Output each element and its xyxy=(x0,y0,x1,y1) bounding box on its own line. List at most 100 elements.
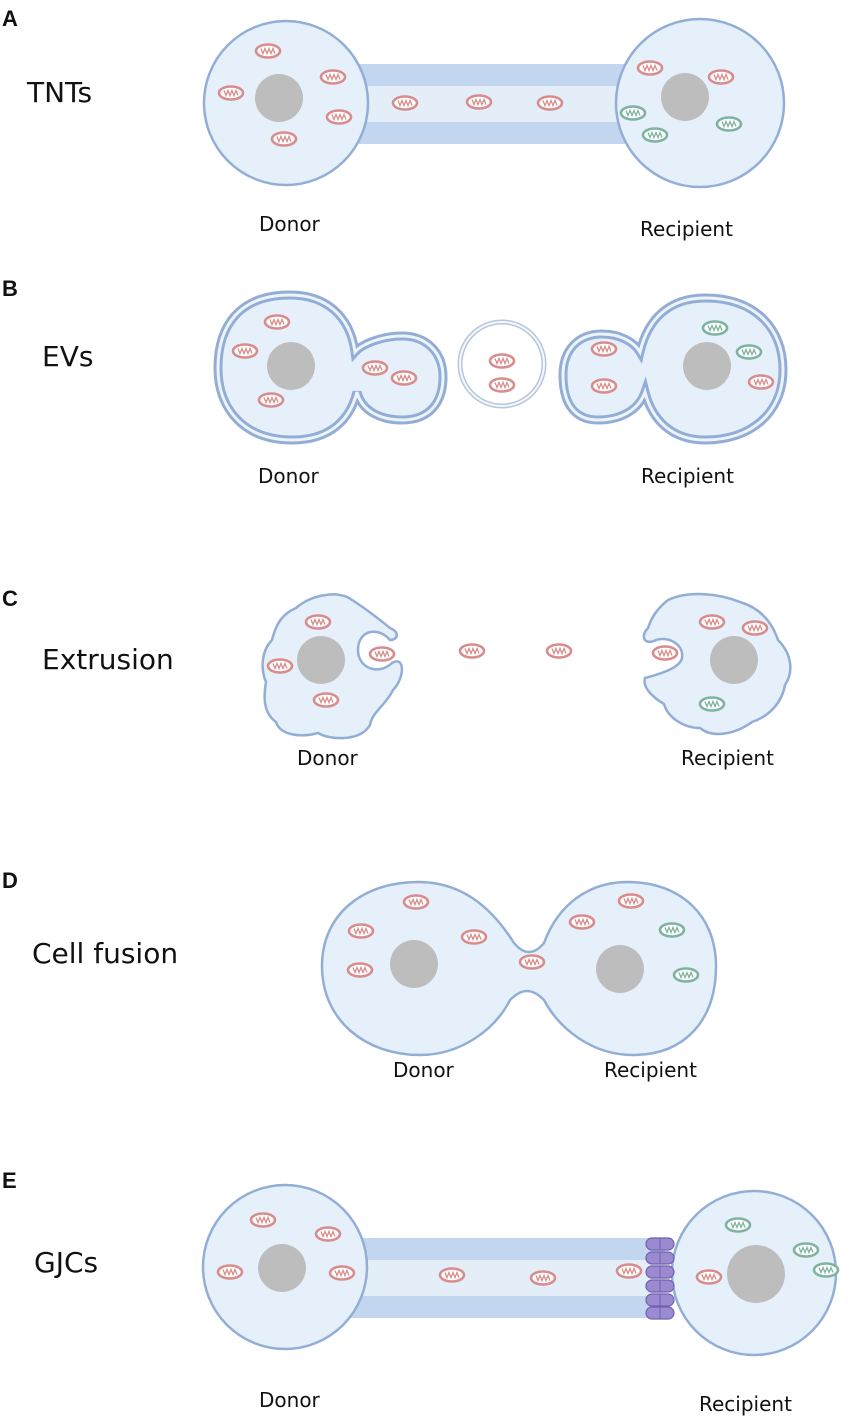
panel-b-graphic xyxy=(213,290,788,445)
donor-mitochondrion xyxy=(270,131,298,147)
recipient-mitochondrion xyxy=(724,1217,752,1233)
donor-mitochondrion xyxy=(460,929,488,945)
donor-mitochondrion xyxy=(361,360,389,376)
panel-e-graphic xyxy=(201,1183,840,1357)
connexon xyxy=(645,1251,675,1265)
recipient-nucleus xyxy=(710,636,758,684)
donor-nucleus xyxy=(255,74,303,122)
donor-mitochondrion xyxy=(390,370,418,386)
extruding-mitochondrion xyxy=(368,646,396,662)
donor-mitochondrion xyxy=(319,69,347,85)
connexon xyxy=(645,1265,675,1279)
fusing-cells xyxy=(320,880,718,1057)
tnt-tube-lumen xyxy=(345,86,645,122)
donor-mitochondrion xyxy=(347,923,375,939)
panel-c-letter: C xyxy=(2,586,18,611)
transferring-mitochondrion xyxy=(615,1263,643,1279)
donor-mitochondrion xyxy=(257,392,285,408)
internalized-mitochondrion xyxy=(651,645,679,661)
donor-mitochondrion xyxy=(346,962,374,978)
donor-mitochondrion xyxy=(707,69,735,85)
free-mitochondrion xyxy=(545,643,573,659)
donor-mitochondrion xyxy=(747,374,775,390)
panel-d-graphic xyxy=(320,880,718,1057)
donor-mitochondrion xyxy=(695,1269,723,1285)
recipient-mitochondrion xyxy=(672,967,700,983)
recipient-mitochondrion xyxy=(701,320,729,336)
panel-a-letter: A xyxy=(2,6,18,31)
transferring-mitochondrion xyxy=(465,94,493,110)
panel-b-letter: B xyxy=(2,276,18,301)
panel-d-recipient-label: Recipient xyxy=(604,1058,697,1082)
panel-e-title: GJCs xyxy=(34,1246,99,1279)
donor-mitochondrion xyxy=(636,60,664,76)
recipient-mitochondrion xyxy=(698,696,726,712)
transferring-mitochondrion xyxy=(536,95,564,111)
recipient-nucleus xyxy=(727,1245,785,1303)
donor-mitochondrion xyxy=(217,85,245,101)
recipient-mitochondrion xyxy=(641,127,669,143)
donor-mitochondrion xyxy=(231,343,259,359)
panel-a-title: TNTs xyxy=(27,76,93,109)
panel-c-graphic xyxy=(261,592,792,740)
connexon xyxy=(645,1279,675,1293)
donor-mitochondrion xyxy=(249,1212,277,1228)
donor-mitochondrion xyxy=(266,658,294,674)
vesicle-mitochondrion xyxy=(488,353,516,369)
panel-b-title: EVs xyxy=(42,340,94,373)
panel-d-title: Cell fusion xyxy=(32,937,179,970)
transferring-mitochondrion xyxy=(518,954,546,970)
panel-d-donor-label: Donor xyxy=(393,1058,454,1082)
donor-mitochondrion xyxy=(216,1264,244,1280)
donor-mitochondrion xyxy=(314,1226,342,1242)
donor-mitochondrion xyxy=(698,614,726,630)
donor-mitochondrion xyxy=(590,378,618,394)
panel-a-recipient-label: Recipient xyxy=(640,217,733,241)
connexon xyxy=(645,1237,675,1251)
donor-mitochondrion xyxy=(263,314,291,330)
recipient-mitochondrion xyxy=(658,922,686,938)
vesicle-mitochondrion xyxy=(488,377,516,393)
gjc-tube-lumen xyxy=(345,1260,665,1296)
donor-mitochondrion xyxy=(312,692,340,708)
donor-mitochondrion xyxy=(590,341,618,357)
donor-nucleus xyxy=(267,342,315,390)
panel-e-letter: E xyxy=(2,1168,17,1193)
panel-c-recipient-label: Recipient xyxy=(681,746,774,770)
transferring-mitochondrion xyxy=(529,1270,557,1286)
panel-d-letter: D xyxy=(2,868,18,893)
recipient-mitochondrion xyxy=(619,105,647,121)
donor-nucleus xyxy=(297,636,345,684)
panel-a-graphic xyxy=(202,17,786,189)
connexon xyxy=(645,1293,675,1307)
panel-c-donor-label: Donor xyxy=(297,746,358,770)
panel-c-title: Extrusion xyxy=(42,643,174,676)
panel-e-donor-label: Donor xyxy=(259,1388,320,1412)
donor-mitochondrion xyxy=(325,109,353,125)
donor-nucleus xyxy=(258,1244,306,1292)
donor-mitochondrion xyxy=(741,620,769,636)
free-mitochondrion xyxy=(458,643,486,659)
donor-mitochondrion xyxy=(254,43,282,59)
donor-mitochondrion xyxy=(304,614,332,630)
transferring-mitochondrion xyxy=(391,95,419,111)
connexon xyxy=(645,1306,675,1320)
recipient-nucleus xyxy=(661,73,709,121)
recipient-mitochondrion xyxy=(812,1262,840,1278)
donor-mitochondrion xyxy=(328,1265,356,1281)
panel-b-donor-label: Donor xyxy=(258,464,319,488)
panel-a-donor-label: Donor xyxy=(259,212,320,236)
recipient-nucleus xyxy=(596,945,644,993)
recipient-mitochondrion xyxy=(715,116,743,132)
panel-e-recipient-label: Recipient xyxy=(699,1392,792,1416)
recipient-mitochondrion xyxy=(792,1242,820,1258)
donor-mitochondrion xyxy=(568,914,596,930)
donor-nucleus xyxy=(390,940,438,988)
donor-mitochondrion xyxy=(617,893,645,909)
recipient-nucleus xyxy=(683,342,731,390)
donor-mitochondrion xyxy=(402,894,430,910)
recipient-mitochondrion xyxy=(735,344,763,360)
transferring-mitochondrion xyxy=(438,1267,466,1283)
panel-b-recipient-label: Recipient xyxy=(641,464,734,488)
